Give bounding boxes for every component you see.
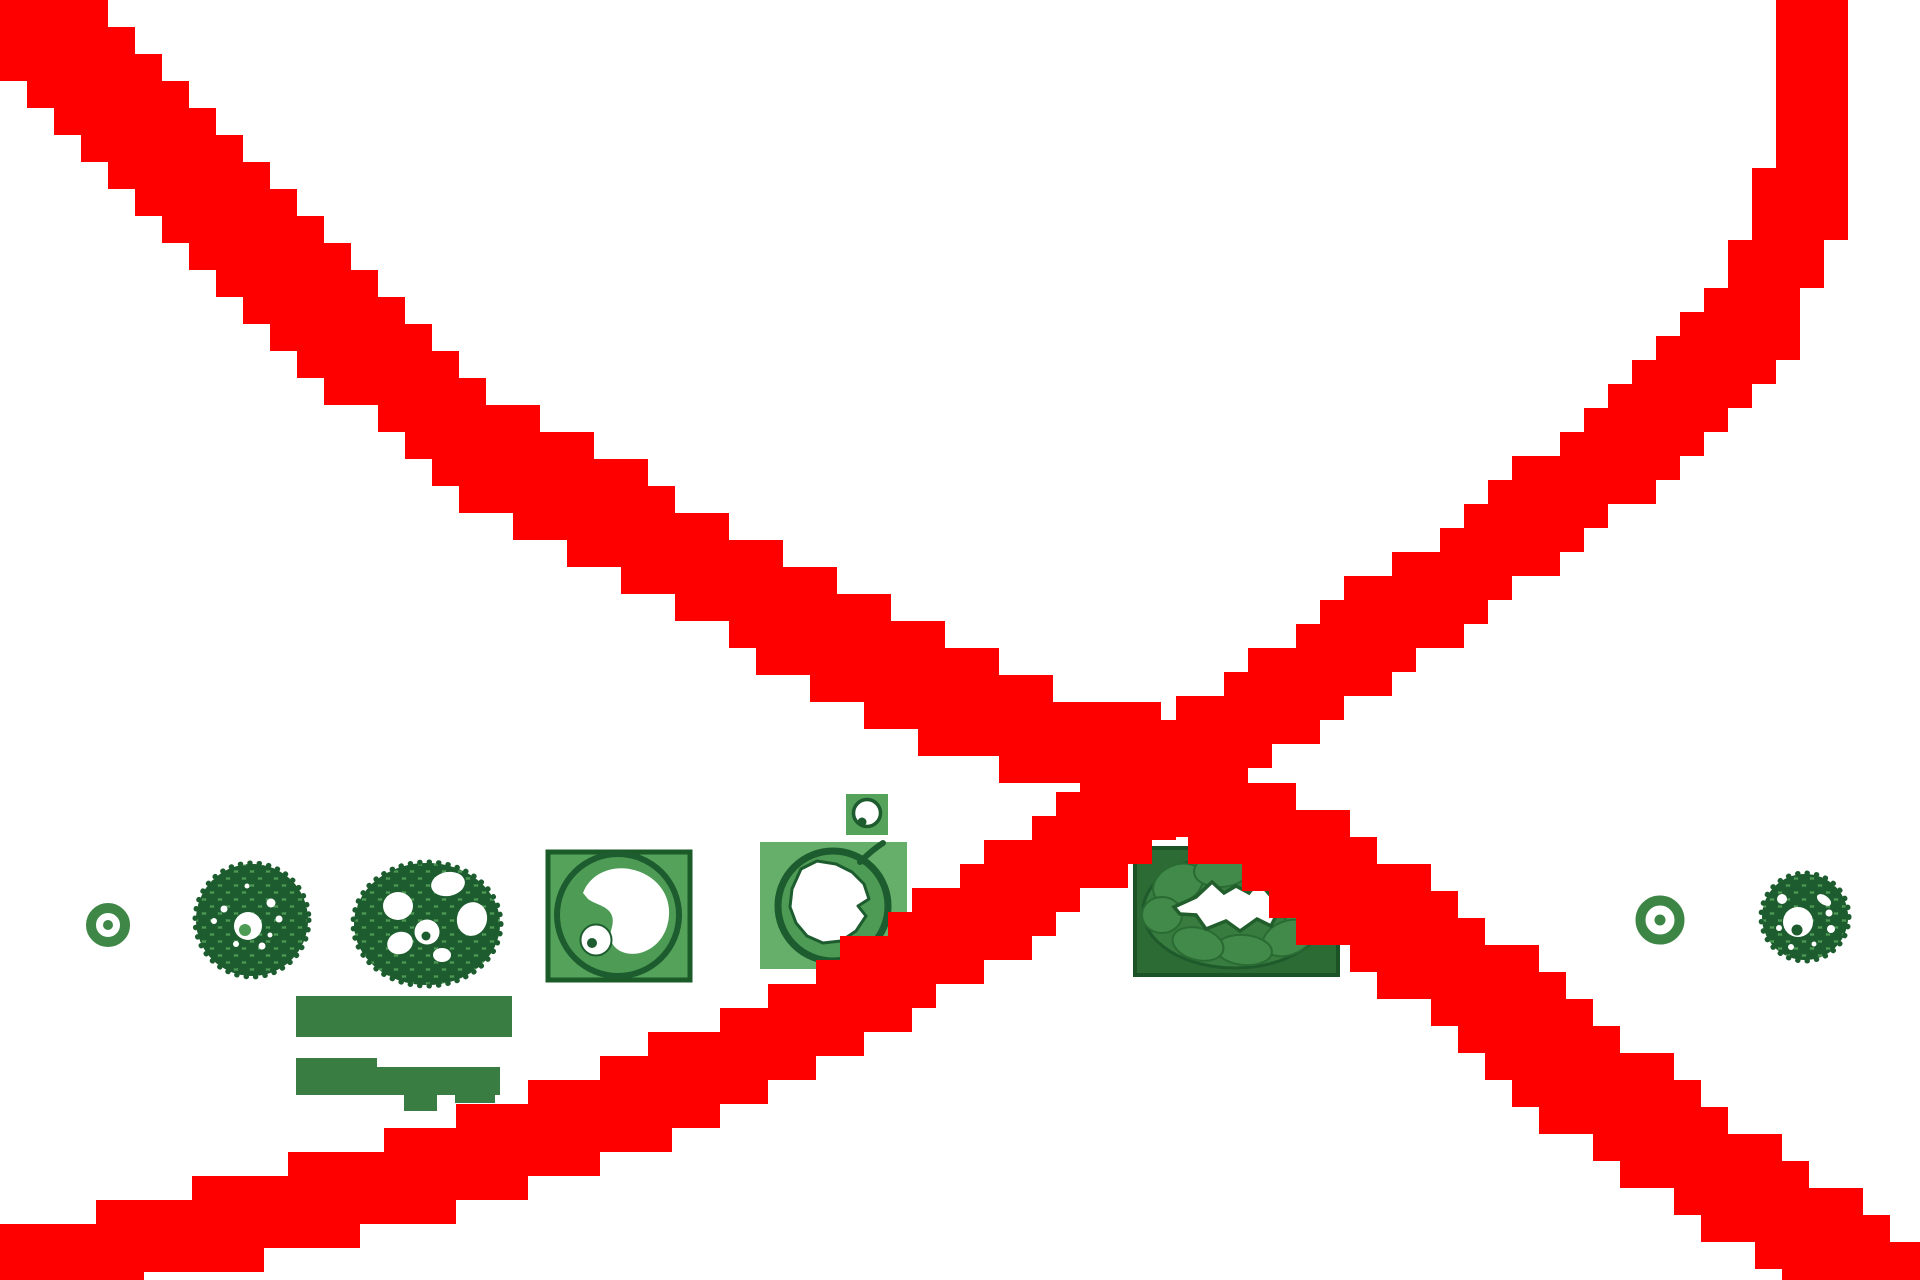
oocyte-dot-icon [103,920,113,930]
nucleus-dot-icon [421,931,431,941]
antrum-patches [211,883,283,950]
primary-follicle-icon [192,860,312,980]
secondary-follicle-icon [350,859,504,989]
zona-breach-line [857,840,886,865]
antrum-cavity [583,868,670,954]
polar-body-dot-icon [857,817,867,827]
cross-stroke-tr-bl [0,0,1848,1280]
primordial-follicle-icon-right [1635,895,1685,945]
graafian-follicle-icon [545,849,693,983]
primary-follicle-icon-right [1758,870,1852,964]
ovulation-icon [760,840,907,969]
nucleus-dot-icon [587,938,597,948]
redaction-bar-2 [296,1058,500,1111]
oocyte-dot-icon [1654,914,1666,926]
redaction-bar-1 [296,996,512,1037]
nucleus-dot-icon [239,924,251,936]
released-oocyte-icon [846,794,888,835]
empty-follicle-cavity [788,859,871,945]
primordial-follicle-icon [86,903,130,947]
antrum-patches [383,871,488,962]
nucleus-dot-icon [1791,924,1803,936]
antrum-patches [1776,894,1835,950]
oocyte-icon [1783,907,1813,937]
